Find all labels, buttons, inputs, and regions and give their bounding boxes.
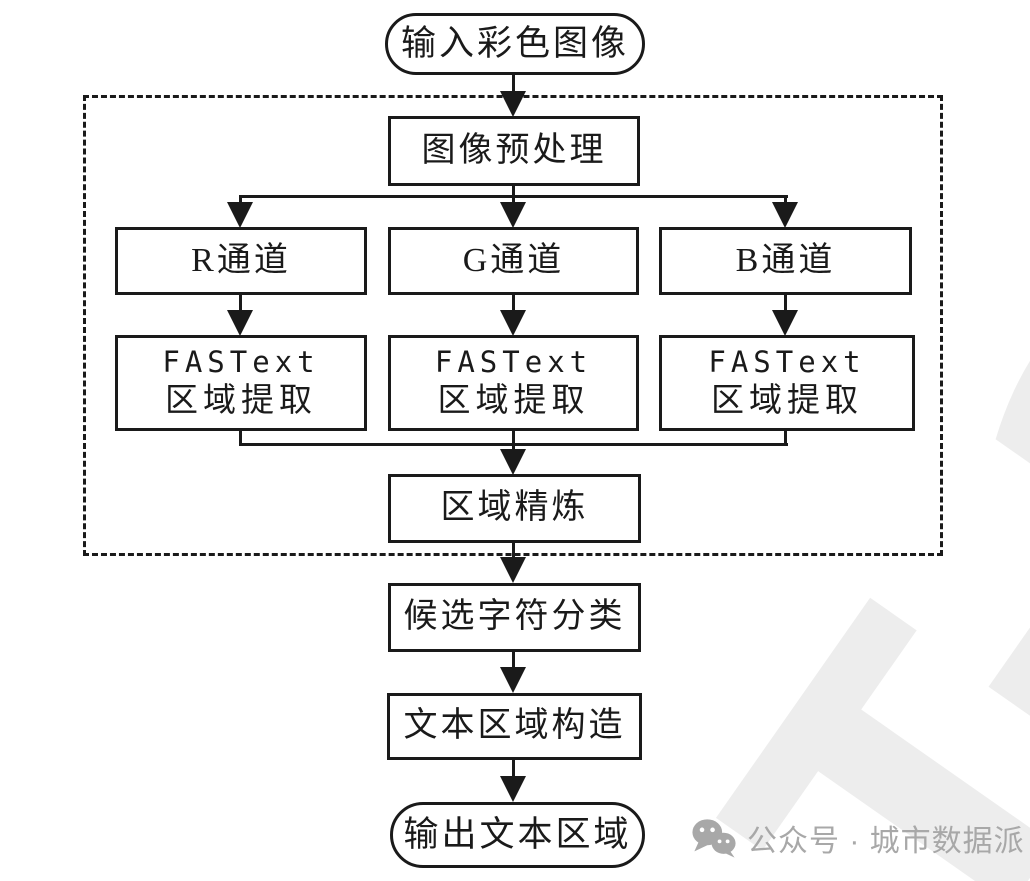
connector-preprocess-stub [512, 186, 515, 198]
connector-input-preprocess [512, 75, 515, 95]
arrowhead-merge-refine [500, 449, 526, 475]
node-fastext-g: FASText 区域提取 [388, 335, 639, 431]
connector-merge-b [784, 431, 787, 446]
connector-branch-b [784, 195, 787, 207]
arrowhead-construct-output [500, 776, 526, 802]
node-b-channel-label: B通道 [735, 241, 836, 279]
connector-b-fastext [784, 295, 787, 313]
node-construct-label: 文本区域构造 [403, 707, 626, 745]
connector-r-fastext [239, 295, 242, 313]
node-fastext-b-line1: FASText [708, 345, 866, 380]
connector-refine-classify [512, 543, 515, 561]
node-preprocess-label: 图像预处理 [421, 131, 607, 169]
node-g-channel-label: G通道 [462, 241, 565, 279]
node-r-channel: R通道 [115, 227, 367, 295]
wechat-icon [692, 819, 736, 858]
connector-construct-output [512, 760, 515, 780]
node-input-color-image: 输入彩色图像 [385, 13, 645, 75]
footer-watermark-text: 公众号 · 城市数据派 [747, 825, 1025, 858]
arrowhead-classify-construct [500, 667, 526, 693]
connector-classify-construct [512, 652, 515, 670]
connector-merge-refine [512, 443, 515, 453]
arrowhead-refine-classify [500, 557, 526, 583]
arrowhead-r-fastext [227, 310, 253, 336]
node-fastext-b: FASText 区域提取 [659, 335, 915, 431]
node-region-refinement: 区域精炼 [388, 474, 641, 543]
node-text-region-construction: 文本区域构造 [387, 693, 642, 760]
node-g-channel: G通道 [388, 227, 639, 295]
node-fastext-r-line2: 区域提取 [165, 382, 317, 419]
arrowhead-branch-b [772, 202, 798, 228]
arrowhead-branch-g [500, 202, 526, 228]
connector-branch-g [512, 195, 515, 207]
node-r-channel-label: R通道 [191, 241, 291, 279]
node-fastext-r-line1: FASText [162, 345, 320, 380]
node-fastext-b-line2: 区域提取 [711, 382, 863, 419]
node-fastext-g-line1: FASText [434, 345, 593, 380]
connector-merge-g [512, 431, 515, 446]
footer-watermark: 公众号 · 城市数据派 [691, 816, 1025, 860]
node-fastext-g-line2: 区域提取 [437, 382, 590, 419]
node-image-preprocessing: 图像预处理 [388, 116, 640, 186]
connector-branch-r [239, 195, 242, 207]
node-output-text-region: 输出文本区域 [390, 802, 645, 868]
arrowhead-input-preprocess [500, 91, 526, 117]
arrowhead-g-fastext [500, 310, 526, 336]
connector-merge-r [239, 431, 242, 446]
arrowhead-b-fastext [772, 310, 798, 336]
node-candidate-char-classification: 候选字符分类 [388, 583, 641, 652]
node-input-label: 输入彩色图像 [400, 24, 629, 64]
node-refine-label: 区域精炼 [440, 489, 589, 527]
node-output-label: 输出文本区域 [403, 815, 632, 855]
connector-g-fastext [512, 295, 515, 313]
node-fastext-r: FASText 区域提取 [115, 335, 367, 431]
node-classify-label: 候选字符分类 [403, 598, 626, 636]
arrowhead-branch-r [227, 202, 253, 228]
node-b-channel: B通道 [659, 227, 912, 295]
